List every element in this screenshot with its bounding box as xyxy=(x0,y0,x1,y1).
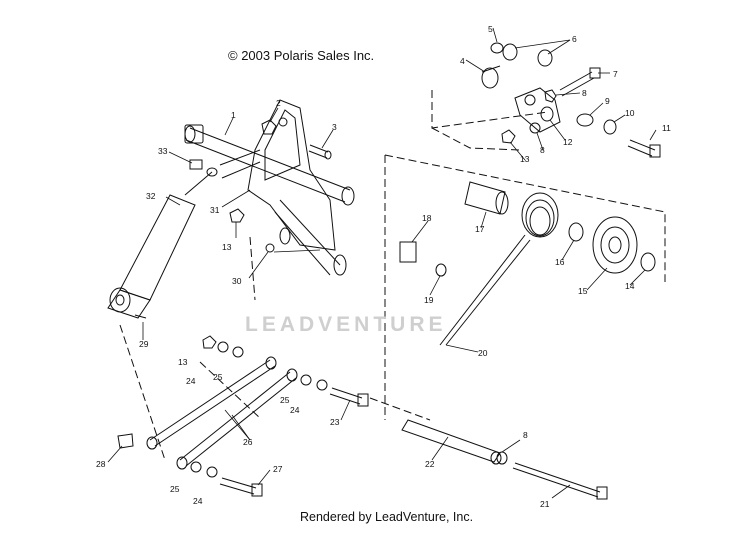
callout-1: 1 xyxy=(231,110,236,120)
callout-32: 32 xyxy=(146,191,156,201)
callout-30: 30 xyxy=(232,276,242,286)
callout-19: 19 xyxy=(424,295,434,305)
callout-25-b: 25 xyxy=(280,395,290,405)
callout-6: 6 xyxy=(572,34,577,44)
callout-26: 26 xyxy=(243,437,253,447)
callout-17: 17 xyxy=(475,224,485,234)
callout-16: 16 xyxy=(555,257,565,267)
callout-15: 15 xyxy=(578,286,588,296)
callout-8-lower: 8 xyxy=(523,430,528,440)
callout-3: 3 xyxy=(332,122,337,132)
callout-7: 7 xyxy=(613,69,618,79)
callout-29: 29 xyxy=(139,339,149,349)
callout-23: 23 xyxy=(330,417,340,427)
callout-12: 12 xyxy=(563,137,573,147)
callout-8-upper: 8 xyxy=(582,88,587,98)
callout-9: 9 xyxy=(605,96,610,106)
assembly-dash-lines xyxy=(119,90,666,461)
callout-27: 27 xyxy=(273,464,283,474)
leader-lines xyxy=(107,27,657,499)
callout-14: 14 xyxy=(625,281,635,291)
callout-18: 18 xyxy=(422,213,432,223)
callout-8-middle: 8 xyxy=(540,145,545,155)
watermark-text: LEADVENTURE xyxy=(245,313,447,336)
callout-33: 33 xyxy=(158,146,168,156)
callout-21: 21 xyxy=(540,499,550,509)
callout-25-a: 25 xyxy=(213,372,223,382)
callout-28: 28 xyxy=(96,459,106,469)
callout-25-c: 25 xyxy=(170,484,180,494)
part-32-shock-absorber xyxy=(107,167,218,319)
rear-arm-bracket xyxy=(219,99,347,276)
footer-text: Rendered by LeadVenture, Inc. xyxy=(300,510,474,524)
callout-numbers: 1 2 3 4 5 6 7 8 8 8 9 10 11 12 13 13 13 … xyxy=(96,24,671,509)
callout-20: 20 xyxy=(478,348,488,358)
callout-11: 11 xyxy=(662,123,671,133)
callout-24-b: 24 xyxy=(290,405,300,415)
callout-2: 2 xyxy=(276,98,281,108)
callout-31: 31 xyxy=(210,205,220,215)
callout-13-upper: 13 xyxy=(520,154,530,164)
hardware-parts xyxy=(117,42,661,500)
callout-5: 5 xyxy=(488,24,493,34)
callout-24-c: 24 xyxy=(193,496,203,506)
callout-10: 10 xyxy=(625,108,635,118)
callout-22: 22 xyxy=(425,459,435,469)
callout-13-lower: 13 xyxy=(178,357,188,367)
callout-4: 4 xyxy=(460,56,465,66)
callout-13-middle: 13 xyxy=(222,242,232,252)
copyright-text: © 2003 Polaris Sales Inc. xyxy=(228,48,375,63)
callout-24-a: 24 xyxy=(186,376,196,386)
